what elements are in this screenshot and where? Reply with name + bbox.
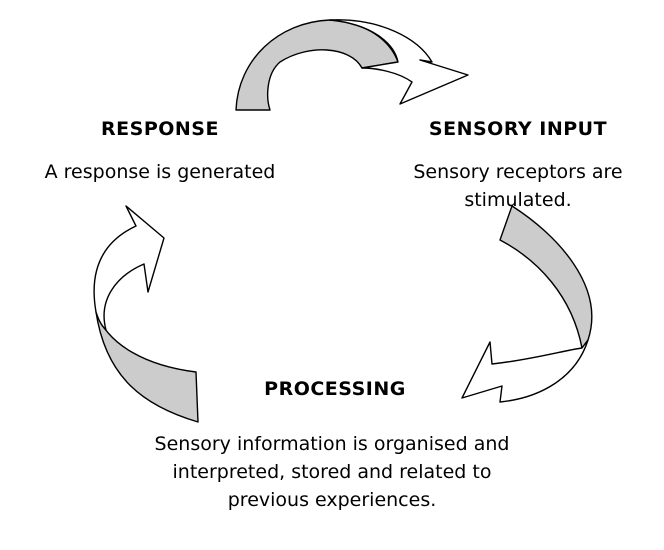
- arrow-head: [461, 339, 589, 403]
- arrow-processing-to-response: [93, 205, 199, 423]
- arrow-shaded-face: [235, 19, 399, 111]
- processing-description-line: interpreted, stored and related to: [172, 461, 492, 483]
- processing-description-line: previous experiences.: [227, 489, 437, 511]
- sensory-input-description-line: Sensory receptors are: [413, 161, 623, 183]
- sensory-input-description: Sensory receptors are stimulated.: [378, 158, 658, 214]
- response-title: RESPONSE: [101, 118, 219, 140]
- processing-title: PROCESSING: [264, 378, 406, 400]
- sensory-input-description-line: stimulated.: [464, 189, 572, 211]
- sensory-input-title: SENSORY INPUT: [428, 118, 608, 140]
- arrow-response-to-sensory: [235, 19, 469, 111]
- processing-description: Sensory information is organised and int…: [60, 430, 604, 514]
- processing-description-line: Sensory information is organised and: [154, 433, 510, 455]
- arrow-head: [93, 205, 165, 331]
- response-description-line: A response is generated: [44, 161, 276, 183]
- response-description: A response is generated: [10, 158, 310, 186]
- arrow-sensory-to-processing: [461, 205, 593, 403]
- arrow-shaded-face: [499, 205, 593, 349]
- arrow-head: [329, 19, 469, 105]
- arrow-shaded-face: [95, 311, 199, 423]
